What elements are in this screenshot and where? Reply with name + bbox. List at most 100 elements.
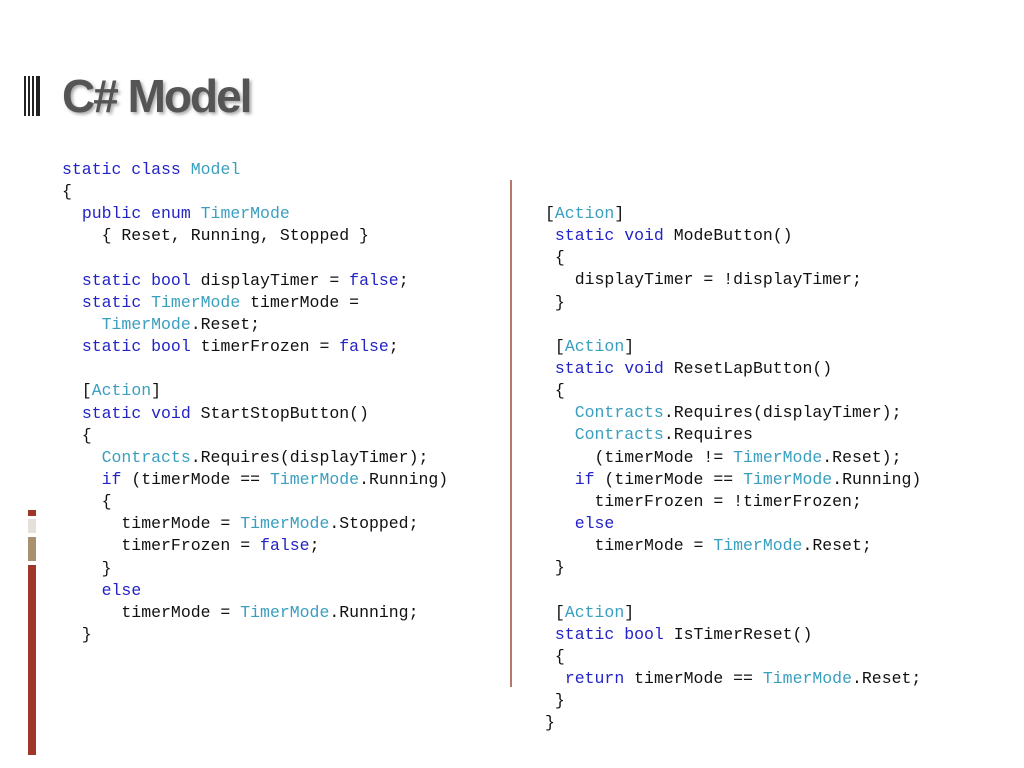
code-text: .Reset; [190, 314, 261, 334]
code-line: timerMode = TimerMode.Stopped; [62, 513, 448, 535]
code-keyword: static [81, 292, 152, 312]
code-line: } [545, 712, 921, 734]
code-type: Contracts [574, 403, 664, 423]
code-block-left: static class Model{ public enum TimerMod… [62, 159, 448, 646]
code-text: [ [545, 602, 565, 622]
code-text [62, 581, 102, 600]
code-line: [Action] [62, 380, 448, 402]
code-text: timerMode = [240, 292, 360, 312]
code-text: timerFrozen = [62, 536, 261, 556]
code-text: StartStopButton() [190, 403, 369, 423]
code-text [62, 470, 102, 489]
code-line: if (timerMode == TimerMode.Running) [62, 469, 449, 491]
code-text: (timerMode != [545, 447, 734, 467]
code-keyword: static bool [81, 337, 191, 357]
code-type: TimerMode [733, 447, 823, 467]
code-text [545, 625, 555, 644]
code-text: } [62, 558, 112, 578]
code-text: { [62, 425, 92, 445]
code-line: { [62, 425, 448, 447]
code-text: .Requires [663, 425, 753, 445]
code-line: } [545, 690, 921, 712]
code-type: TimerMode [269, 469, 360, 489]
code-keyword: else [574, 513, 615, 533]
code-text: .Requires(displayTimer); [190, 447, 429, 467]
code-text: .Requires(displayTimer); [663, 403, 902, 423]
code-type: TimerMode [762, 668, 852, 688]
code-line: static bool timerFrozen = false; [62, 336, 448, 358]
code-text: .Reset; [802, 536, 872, 556]
code-text: ; [388, 337, 399, 357]
code-line: Contracts.Requires(displayTimer); [62, 447, 448, 469]
code-line: static void ResetLapButton() [545, 358, 921, 380]
code-keyword: static bool [554, 624, 664, 644]
code-line: timerMode = TimerMode.Running; [62, 602, 448, 624]
code-line: } [545, 557, 921, 579]
code-line: Contracts.Requires [545, 424, 921, 446]
code-type: Action [564, 336, 625, 356]
code-text [545, 514, 575, 533]
code-text: .Running) [359, 469, 449, 489]
accent-bar-red [28, 565, 36, 755]
code-text: { [545, 646, 565, 666]
code-line: { [545, 247, 921, 269]
code-line: static bool displayTimer = false; [62, 270, 448, 292]
code-line: static TimerMode timerMode = [62, 292, 448, 314]
code-type: Action [91, 381, 152, 401]
code-text: (timerMode == [121, 469, 270, 489]
code-text [545, 403, 575, 422]
code-keyword: false [260, 536, 310, 556]
code-type: Action [564, 602, 625, 622]
code-text: timerMode = [62, 602, 241, 622]
code-text: timerMode == [624, 668, 763, 688]
code-keyword: if [574, 469, 595, 489]
code-text: timerMode = [545, 536, 714, 556]
code-keyword: if [101, 469, 122, 489]
code-text: IsTimerReset() [663, 624, 813, 644]
code-line: { [545, 380, 921, 402]
code-text: { [62, 492, 112, 512]
code-keyword: return [564, 668, 625, 688]
code-keyword: static bool [81, 270, 191, 290]
code-text: ; [309, 536, 320, 556]
code-text [62, 204, 82, 223]
code-keyword: else [101, 580, 142, 600]
code-text: { [62, 182, 72, 202]
code-keyword: static void [554, 226, 664, 246]
code-text: ] [614, 204, 625, 223]
code-text [545, 226, 555, 245]
code-keyword: static void [554, 358, 664, 378]
code-line: else [545, 513, 921, 535]
accent-bar-tan [28, 537, 36, 561]
code-text: timerFrozen = [190, 337, 340, 357]
code-line: timerFrozen = !timerFrozen; [545, 491, 921, 513]
code-line: timerMode = TimerMode.Reset; [545, 535, 921, 557]
code-text [545, 425, 575, 444]
code-text: displayTimer = !displayTimer; [545, 270, 862, 290]
code-text [545, 669, 565, 688]
code-line: { [62, 491, 448, 513]
code-keyword: false [349, 270, 399, 290]
code-text [62, 448, 102, 467]
code-text [545, 359, 555, 378]
code-line: static class Model [62, 159, 448, 181]
code-text [62, 404, 82, 423]
code-text: { [545, 248, 565, 268]
code-text: [ [545, 204, 555, 223]
code-type: TimerMode [240, 514, 330, 534]
code-type: Action [554, 204, 615, 223]
code-text: ModeButton() [663, 226, 793, 246]
code-line [62, 248, 448, 270]
code-line: if (timerMode == TimerMode.Running) [545, 469, 922, 491]
code-line: return timerMode == TimerMode.Reset; [545, 668, 921, 690]
code-text: ] [624, 336, 635, 356]
code-line [62, 358, 448, 380]
code-type: TimerMode [743, 469, 833, 489]
code-line: { [545, 646, 921, 668]
code-line [545, 314, 921, 336]
code-text: } [545, 558, 565, 578]
code-text: } [545, 691, 565, 711]
code-text: } [545, 713, 555, 733]
code-type: Model [190, 160, 241, 179]
column-divider [510, 180, 512, 687]
